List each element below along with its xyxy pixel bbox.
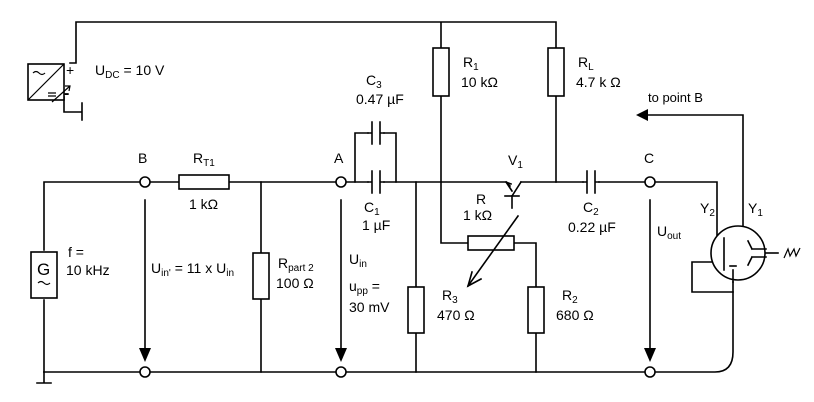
pot-name: R bbox=[476, 191, 486, 207]
generator-freq-line2: 10 kHz bbox=[66, 262, 110, 278]
r1-resistor bbox=[432, 47, 450, 97]
ground-symbol bbox=[36, 371, 52, 384]
r2-resistor bbox=[527, 286, 545, 334]
uin-prime-label: Uin' = 11 x Uin bbox=[151, 260, 234, 279]
c1-value: 1 µF bbox=[362, 217, 390, 233]
node-b-label: B bbox=[138, 150, 147, 166]
upp-label: upp = bbox=[349, 278, 380, 297]
supply-plus: + bbox=[66, 62, 74, 78]
r1-value: 10 kΩ bbox=[461, 74, 498, 90]
collector-line bbox=[520, 181, 725, 243]
dc-supply-icon bbox=[27, 63, 71, 103]
svg-text:G: G bbox=[37, 260, 50, 279]
terminal-b-top bbox=[139, 176, 151, 188]
supply-ground bbox=[63, 96, 83, 121]
generator-freq-line1: f = bbox=[68, 244, 84, 260]
c3-value: 0.47 µF bbox=[356, 91, 404, 107]
uin-label: Uin bbox=[349, 251, 367, 270]
rl-value: 4.7 k Ω bbox=[576, 74, 621, 90]
terminal-c-top bbox=[644, 176, 656, 188]
terminal-c-bottom bbox=[644, 366, 656, 378]
scope-wiring bbox=[647, 114, 744, 293]
r2-value: 680 Ω bbox=[556, 307, 594, 323]
rpart-value: 100 Ω bbox=[276, 275, 314, 291]
node-a-label: A bbox=[334, 150, 344, 166]
rpart-name: Rpart 2 bbox=[278, 255, 314, 274]
c3-branch bbox=[354, 132, 397, 183]
upp-value: 30 mV bbox=[349, 299, 390, 315]
ground-rail bbox=[43, 281, 734, 373]
r1-name: R1 bbox=[463, 54, 479, 73]
to-point-b-label: to point B bbox=[648, 90, 703, 105]
supply-label: UDC = 10 V bbox=[95, 62, 165, 81]
transistor-v1 bbox=[504, 180, 523, 209]
rt1-value: 1 kΩ bbox=[189, 196, 218, 212]
potentiometer bbox=[466, 214, 520, 288]
pot-value: 1 kΩ bbox=[463, 207, 492, 223]
uout-label: Uout bbox=[657, 223, 681, 242]
terminal-a-top bbox=[335, 176, 347, 188]
supply-minus: - bbox=[64, 85, 69, 102]
y2-label: Y2 bbox=[700, 200, 715, 219]
input-line bbox=[43, 181, 507, 373]
c3-capacitor bbox=[367, 121, 385, 145]
c3-name: C3 bbox=[366, 72, 382, 91]
v1-name: V1 bbox=[508, 152, 523, 171]
terminal-a-bottom bbox=[335, 366, 347, 378]
y1-label: Y1 bbox=[748, 200, 763, 219]
r1-wires bbox=[440, 95, 469, 244]
arrow-to-point-b bbox=[636, 109, 648, 121]
c2-name: C2 bbox=[583, 199, 599, 218]
arrow-uout bbox=[644, 199, 656, 362]
terminal-b-bottom bbox=[139, 366, 151, 378]
c2-value: 0.22 µF bbox=[568, 219, 616, 235]
oscilloscope-crt bbox=[710, 225, 801, 283]
r3-resistor bbox=[407, 286, 425, 334]
r3-value: 470 Ω bbox=[437, 307, 475, 323]
generator-icon: G bbox=[30, 251, 58, 299]
arrow-uin bbox=[335, 199, 347, 362]
rl-name: RL bbox=[578, 54, 594, 73]
arrow-uin-prime bbox=[139, 199, 151, 362]
top-rail bbox=[69, 21, 557, 64]
rt1-name: RT1 bbox=[193, 150, 215, 169]
rpart-resistor bbox=[252, 252, 270, 300]
r2-name: R2 bbox=[562, 287, 578, 306]
rl-resistor bbox=[547, 47, 565, 97]
c2-capacitor bbox=[582, 170, 600, 194]
c1-capacitor bbox=[367, 170, 385, 194]
r2-wires bbox=[513, 242, 537, 373]
r3-name: R3 bbox=[442, 287, 458, 306]
c1-name: C1 bbox=[364, 199, 380, 218]
rt1-resistor bbox=[178, 174, 230, 190]
node-c-label: C bbox=[644, 150, 654, 166]
